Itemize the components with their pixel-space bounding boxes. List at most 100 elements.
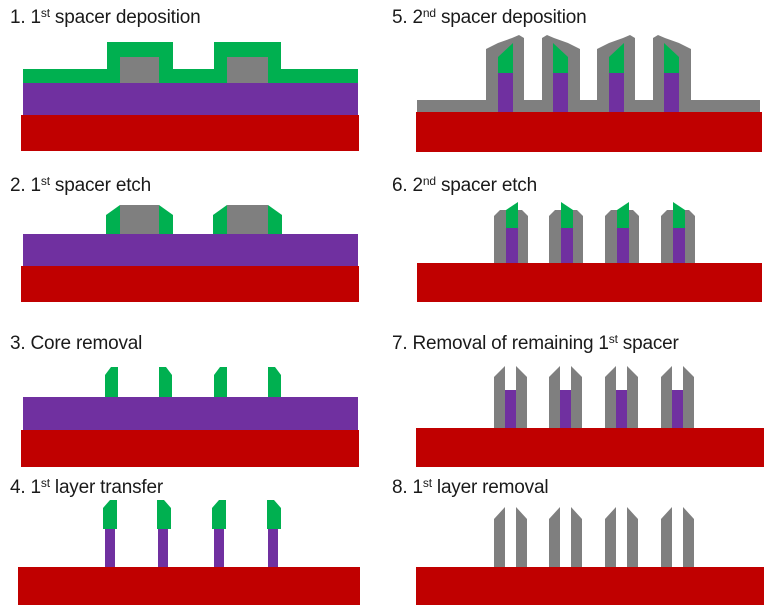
step1-substrate <box>21 115 359 151</box>
step4-fin-4 <box>268 529 278 567</box>
step7-title-prefix: 7. Removal of remaining 1 <box>392 333 609 354</box>
step7-spacer2-3R <box>627 366 638 428</box>
step5-fin-2 <box>553 73 568 112</box>
step3-substrate <box>21 430 359 467</box>
step2-spacer-2 <box>159 205 173 234</box>
step3-spacer-4 <box>268 367 281 397</box>
step7-title: 7. Removal of remaining 1st spacer <box>392 332 679 356</box>
step1-title: 1. 1st spacer deposition <box>10 6 201 30</box>
step6-spacer1-cap-4 <box>673 202 685 228</box>
step7-fin-1 <box>505 390 516 428</box>
step7-spacer2-3L <box>605 366 616 428</box>
step4-spacer-cap-1 <box>103 500 117 529</box>
step8-line-4 <box>571 507 582 567</box>
step6-title-prefix: 6. 2 <box>392 175 423 196</box>
step4-spacer-cap-4 <box>267 500 281 529</box>
step7-substrate <box>416 428 764 467</box>
step3-spacer-3 <box>214 367 227 397</box>
step8-line-2 <box>516 507 527 567</box>
step2-title-rest: spacer etch <box>49 175 151 196</box>
step2-spacer-1 <box>106 205 120 234</box>
step2-core-2 <box>227 205 268 234</box>
step7-spacer2-1R <box>516 366 527 428</box>
step1-title-rest: spacer deposition <box>49 7 201 28</box>
step7-spacer2-1L <box>494 366 505 428</box>
step7-title-rest: spacer <box>617 333 679 354</box>
step8-title: 8. 1st layer removal <box>392 476 549 500</box>
step1-pattern-layer <box>23 83 358 115</box>
panel-step6 <box>417 202 762 302</box>
step6-fin-1 <box>506 228 518 263</box>
step6-spacer2-4L <box>661 210 673 263</box>
panel-step5 <box>416 35 762 152</box>
step6-spacer2-2R <box>573 210 583 263</box>
step6-spacer2-1L <box>494 210 506 263</box>
step2-substrate <box>21 266 359 302</box>
step6-title-rest: spacer etch <box>435 175 537 196</box>
panel-step7 <box>416 366 764 467</box>
step5-title-prefix: 5. 2 <box>392 7 423 28</box>
step6-substrate <box>417 263 762 302</box>
step7-spacer2-2L <box>549 366 560 428</box>
step8-line-1 <box>494 507 505 567</box>
step6-spacer1-cap-2 <box>561 202 573 228</box>
step5-substrate <box>416 112 762 152</box>
step2-title-prefix: 2. 1 <box>10 175 41 196</box>
step5-title: 5. 2nd spacer deposition <box>392 6 587 30</box>
step6-title: 6. 2nd spacer etch <box>392 174 537 198</box>
step5-fin-4 <box>664 73 679 112</box>
step3-pattern-layer <box>23 397 358 430</box>
panel-step4 <box>18 500 360 605</box>
step6-fin-4 <box>673 228 685 263</box>
step5-spacer1-cap-1 <box>498 43 513 73</box>
step5-title-superscript: nd <box>422 6 436 20</box>
step8-line-7 <box>661 507 672 567</box>
step2-title-superscript: st <box>40 174 50 188</box>
step6-spacer1-cap-3 <box>617 202 629 228</box>
step7-fin-3 <box>616 390 627 428</box>
step2-core-1 <box>120 205 159 234</box>
step5-title-rest: spacer deposition <box>435 7 587 28</box>
step7-title-superscript: st <box>608 332 618 346</box>
step4-title-prefix: 4. 1 <box>10 477 41 498</box>
step1-title-prefix: 1. 1 <box>10 7 41 28</box>
step1-core-1 <box>120 57 159 83</box>
step7-spacer2-2R <box>571 366 582 428</box>
panel-step2 <box>21 205 359 302</box>
step1-spacer-film <box>23 42 358 83</box>
step6-spacer1-cap-1 <box>506 202 518 228</box>
step8-title-rest: layer removal <box>431 477 549 498</box>
step8-line-8 <box>683 507 694 567</box>
step8-substrate <box>416 567 764 605</box>
step8-line-3 <box>549 507 560 567</box>
step5-spacer1-cap-4 <box>664 43 679 73</box>
step6-fin-2 <box>561 228 573 263</box>
step1-core-2 <box>227 57 268 83</box>
step4-spacer-cap-2 <box>157 500 171 529</box>
step5-spacer1-cap-2 <box>553 43 568 73</box>
step3-title: 3. Core removal <box>10 333 142 356</box>
step5-spacer1-cap-3 <box>609 43 624 73</box>
step6-spacer2-2L <box>549 210 561 263</box>
step6-spacer2-4R <box>685 210 695 263</box>
step5-spacer2-film-base <box>417 100 760 112</box>
step4-fin-1 <box>105 529 115 567</box>
step4-title: 4. 1st layer transfer <box>10 476 163 500</box>
step8-line-6 <box>627 507 638 567</box>
step2-spacer-3 <box>213 205 227 234</box>
step4-title-rest: layer transfer <box>49 477 163 498</box>
panel-step8 <box>416 507 764 605</box>
step4-fin-2 <box>158 529 168 567</box>
step6-spacer2-1R <box>518 210 528 263</box>
step8-line-5 <box>605 507 616 567</box>
panel-step3 <box>21 367 359 467</box>
step6-spacer2-3R <box>629 210 639 263</box>
step3-spacer-2 <box>159 367 172 397</box>
step8-title-prefix: 8. 1 <box>392 477 423 498</box>
step3-spacer-1 <box>105 367 118 397</box>
step5-fin-3 <box>609 73 624 112</box>
step3-title-prefix: 3. Core removal <box>10 333 143 354</box>
step6-fin-3 <box>617 228 629 263</box>
step2-pattern-layer <box>23 234 358 266</box>
